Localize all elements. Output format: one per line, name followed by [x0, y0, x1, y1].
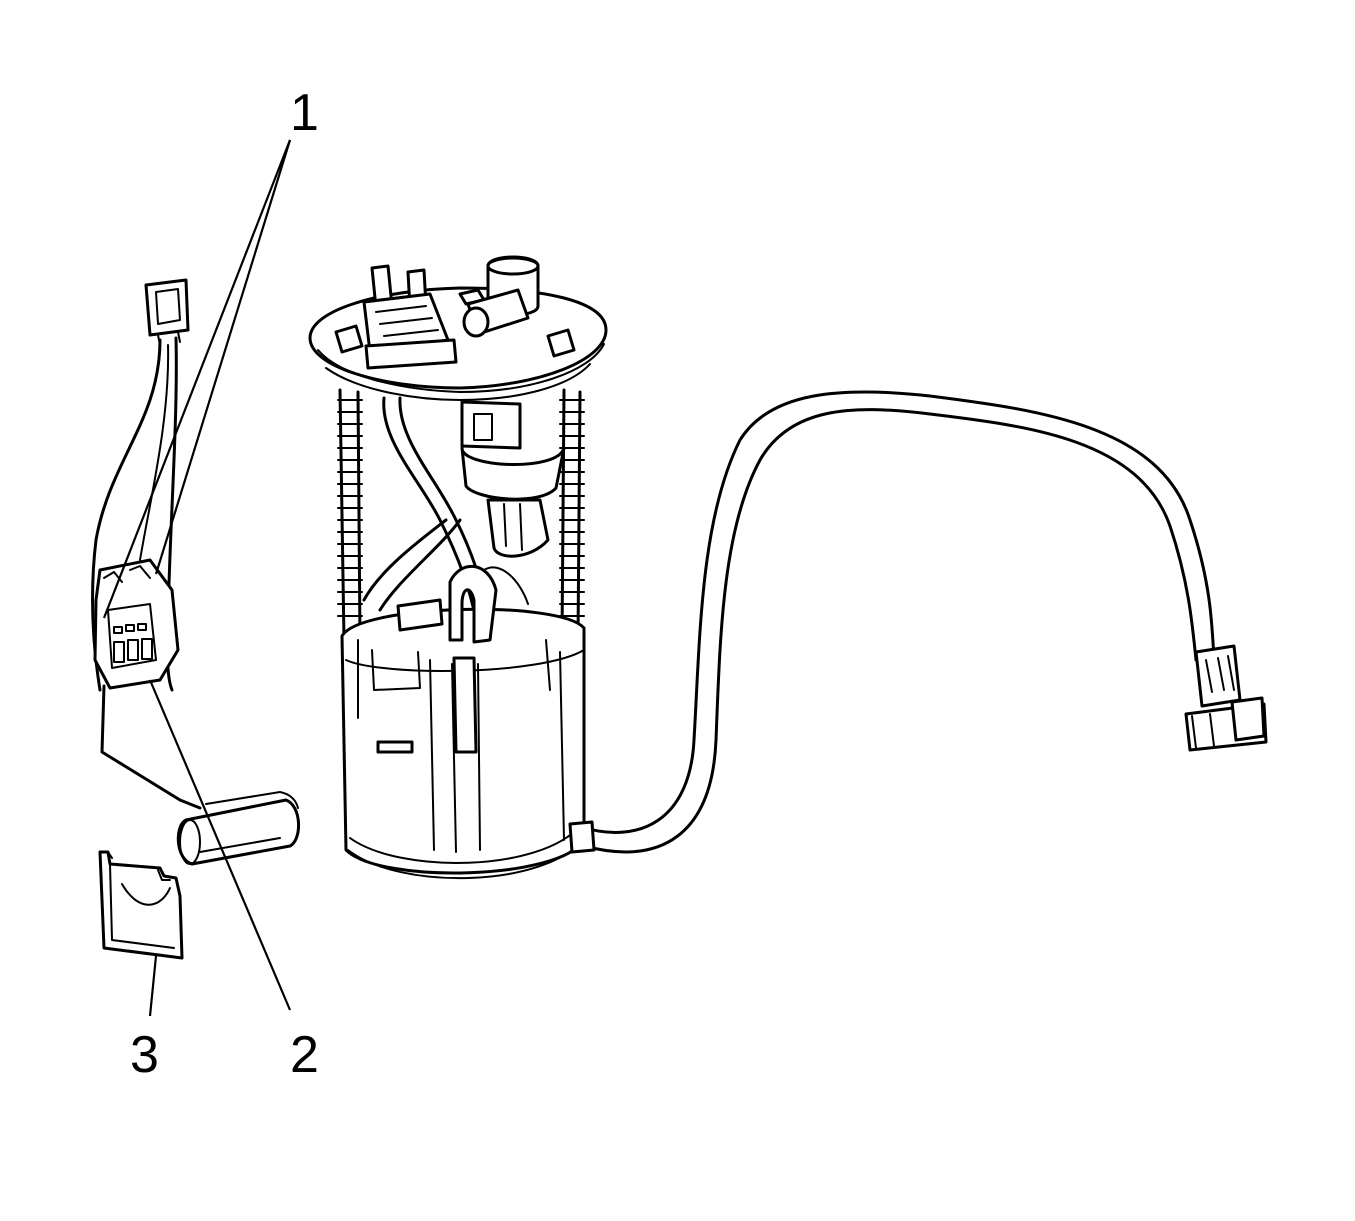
- callout-2: 2: [290, 1026, 319, 1084]
- fuel-level-sensor-assembly: [91, 278, 301, 866]
- leader-3: [148, 955, 158, 1017]
- module-harness-connector: [1184, 644, 1268, 752]
- sensor-harness-connector: [144, 278, 190, 346]
- pressure-regulator: [460, 400, 566, 558]
- fuel-level-sensor: [93, 558, 180, 690]
- module-spring-left: [337, 388, 363, 642]
- callout-3: 3: [130, 1026, 159, 1084]
- callout-1: 1: [290, 84, 319, 142]
- module-top-fittings: [362, 255, 540, 370]
- sensor-float: [176, 791, 301, 866]
- leader-1a: [102, 139, 292, 619]
- leader-2: [148, 679, 292, 1011]
- module-spring-right: [559, 388, 585, 642]
- fuel-pump-module: [308, 255, 608, 880]
- sensor-retainer-clip: [98, 850, 184, 960]
- fuel-reservoir: [340, 607, 586, 880]
- module-flange: [308, 286, 608, 401]
- callout-leaders: [102, 139, 292, 1017]
- module-wiring-harness: [568, 390, 1216, 854]
- leader-1b: [154, 139, 292, 575]
